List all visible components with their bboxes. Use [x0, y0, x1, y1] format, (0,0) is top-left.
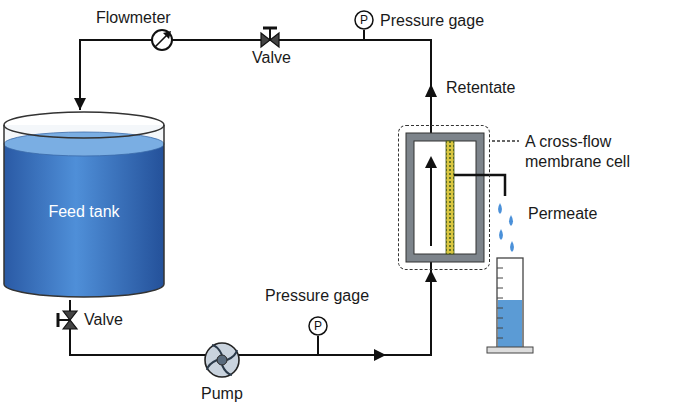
- gauge-letter: P: [314, 320, 322, 332]
- valve-symbol: [261, 28, 279, 47]
- retentate-label: Retentate: [446, 78, 515, 97]
- membrane-cell: A cross-flow membrane cell: [398, 125, 490, 270]
- membrane-cell-body: [406, 125, 484, 270]
- tank-label: Feed tank: [48, 202, 119, 221]
- gauge-letter: P: [360, 14, 368, 26]
- pump-label: Pump: [201, 384, 243, 403]
- gauge-stub: [318, 30, 364, 355]
- graduated-cylinder: [487, 258, 533, 353]
- gauge-label: Pressure gage: [265, 286, 369, 305]
- flowmeter-symbol: [152, 30, 172, 50]
- pressure-gage: PPressure gage: [354, 10, 374, 30]
- permeate-drops: [498, 203, 514, 252]
- valve-label: Valve: [252, 48, 291, 67]
- permeate-tube: [454, 175, 505, 196]
- flowmeter-label: Flowmeter: [96, 8, 171, 27]
- gauge-label: Pressure gage: [380, 11, 484, 30]
- permeate-label: Permeate: [528, 204, 597, 223]
- leader-line: [492, 140, 519, 141]
- feed-tank: Feed tank: [2, 110, 166, 300]
- cell-label: A cross-flow membrane cell: [525, 132, 655, 172]
- pressure-gage: PPressure gage: [308, 316, 328, 336]
- pipe-connector: [80, 40, 431, 125]
- valve-symbol: [58, 311, 77, 329]
- pump-symbol: [205, 343, 239, 377]
- valve-label: Valve: [84, 310, 123, 329]
